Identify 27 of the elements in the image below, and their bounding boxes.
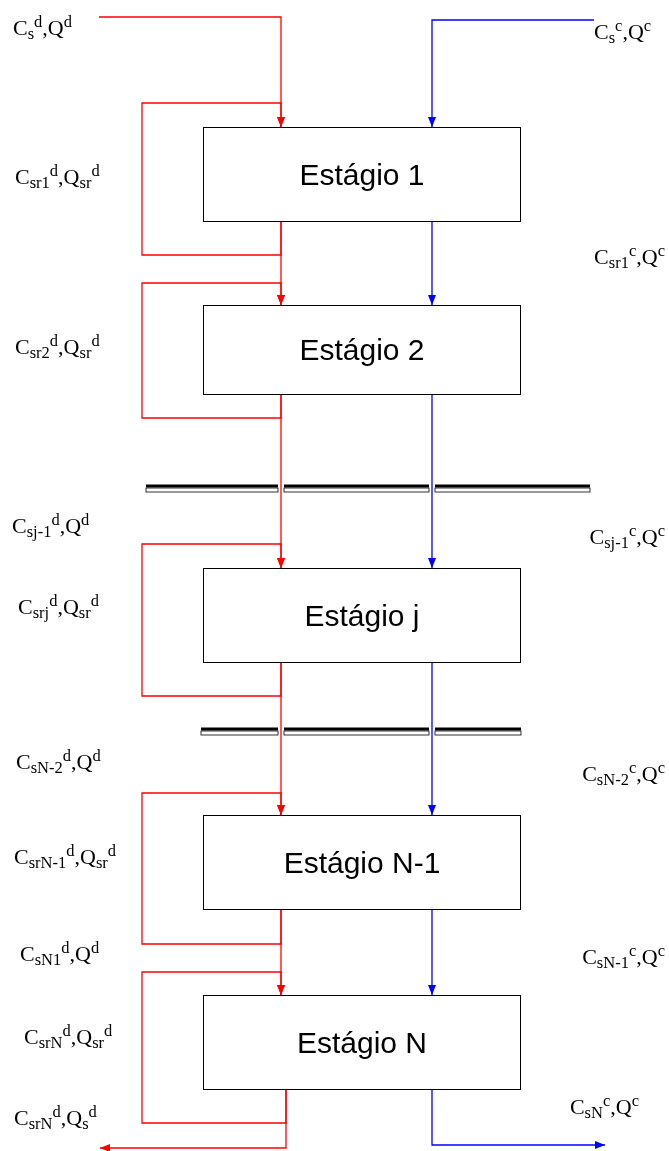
flow-arrow (428, 909, 436, 996)
flow-arrow (431, 1089, 606, 1149)
stage-box: Estágio j (203, 568, 521, 663)
flow-arrow (141, 792, 285, 945)
stream-label: C$_{sN1}$$^{d}$,Q$^{d}$ (20, 940, 100, 968)
stream-label: C$_{sj-1}$$^{d}$,Q$^{d}$ (12, 512, 90, 540)
flow-arrow (141, 971, 287, 1124)
stream-label: C$_{sN}$$^{c}$,Q$^{c}$ (569, 1093, 639, 1121)
flow-arrow (99, 1089, 287, 1151)
stage-box: Estágio N (203, 995, 521, 1090)
flow-arrow (141, 102, 285, 256)
stream-label: C$_{sj-1}$$^{c}$,Q$^{c}$ (589, 523, 665, 551)
stage-box: Estágio 1 (203, 127, 521, 222)
stream-label: C$_{sN-1}$$^{c}$,Q$^{c}$ (582, 943, 665, 971)
stage-box: Estágio 2 (203, 305, 521, 395)
flow-arrow (141, 282, 285, 419)
flow-arrow (428, 221, 436, 306)
flow-arrow (428, 394, 436, 569)
stream-label: C$_{s}$$^{c}$,Q$^{c}$ (594, 18, 652, 46)
stream-label: C$_{s}$$^{d}$,Q$^{d}$ (13, 14, 72, 42)
flow-arrow (428, 662, 436, 816)
flow-arrow (141, 543, 285, 697)
flow-arrow (428, 19, 595, 128)
stream-label: C$_{sr1}$$^{c}$,Q$^{c}$ (594, 243, 665, 271)
stream-label: C$_{sN-2}$$^{d}$,Q$^{d}$ (16, 748, 101, 776)
stream-label: C$_{sN-2}$$^{c}$,Q$^{c}$ (582, 760, 665, 788)
stage-box: Estágio N-1 (203, 815, 521, 910)
